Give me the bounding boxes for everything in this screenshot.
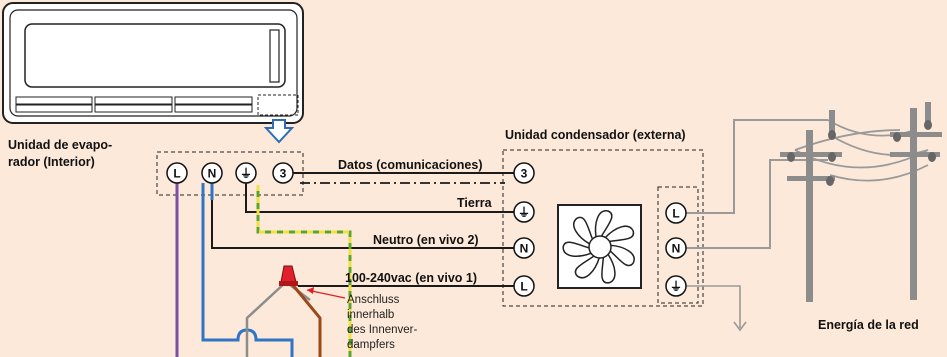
- supply-line-L: [684, 119, 828, 214]
- ground-drop-wire: [256, 185, 352, 357]
- grid-label: Energía de la red: [818, 318, 919, 332]
- outdoor-terminal-N: N: [513, 237, 535, 259]
- utility-pole-icon-2: [890, 102, 942, 300]
- wire-nut-icon: [279, 265, 298, 286]
- note-line: innerhalb: [347, 309, 395, 321]
- indoor-terminals: L N ⏚ 3: [166, 162, 294, 184]
- supply-terminal-ground: ⏚: [665, 275, 687, 297]
- svg-text:L: L: [672, 207, 679, 221]
- brown-wire: [290, 283, 322, 357]
- ground-wire-label: Tierra: [457, 196, 492, 210]
- utility-pole-icon: [780, 110, 842, 302]
- svg-text:L: L: [520, 280, 527, 294]
- outdoor-terminals: 3 ⏚ N L: [513, 162, 535, 297]
- note-line: des Innenver-: [347, 324, 418, 336]
- connection-note: Anschluss innerhalb des Innenver- dampfe…: [347, 293, 417, 353]
- indoor-terminal-ground: ⏚: [235, 162, 257, 184]
- note-line: Anschluss: [347, 294, 400, 306]
- supply-terminal-N: N: [665, 237, 687, 259]
- evaporator-vents: [15, 96, 253, 113]
- svg-text:L: L: [173, 167, 180, 181]
- supply-terminal-L: L: [665, 202, 687, 224]
- outdoor-terminal-L: L: [513, 275, 535, 297]
- svg-text:⏚: ⏚: [240, 167, 252, 181]
- svg-text:N: N: [520, 242, 529, 256]
- indoor-terminal-N: N: [201, 162, 223, 184]
- evaporator-label-line2: rador (Interior): [8, 155, 95, 169]
- indoor-terminal-3: 3: [272, 162, 294, 184]
- evaporator-display: [24, 23, 286, 88]
- evaporator-label-line1: Unidad de evapo-: [8, 138, 113, 152]
- outdoor-terminal-ground: ⏚: [513, 201, 535, 223]
- svg-text:⏚: ⏚: [518, 206, 530, 220]
- outdoor-terminal-3: 3: [513, 162, 535, 184]
- ground-wire: [245, 182, 514, 213]
- svg-text:⏚: ⏚: [670, 280, 682, 294]
- supply-terminals: L N ⏚: [665, 202, 687, 297]
- neutral-wire-label: Neutro (en vivo 2): [373, 233, 479, 247]
- condenser-label: Unidad condensador (externa): [505, 128, 686, 142]
- arrow-down-icon: [263, 119, 295, 144]
- data-wire-label: Datos (comunicaciones): [338, 158, 483, 172]
- supply-ground-line: [684, 285, 741, 328]
- evaporator-unit: [2, 2, 304, 124]
- condenser-unit: [502, 149, 704, 307]
- svg-text:N: N: [672, 242, 681, 256]
- fan-icon: [557, 204, 642, 289]
- indoor-terminal-block: [156, 151, 304, 196]
- note-line: dampfers: [347, 339, 395, 351]
- terminal-compartment: [257, 94, 299, 116]
- svg-text:3: 3: [521, 167, 528, 181]
- svg-text:N: N: [208, 167, 217, 181]
- supply-line-N: [684, 159, 828, 249]
- svg-text:3: 3: [280, 167, 287, 181]
- neutral-wire: [211, 182, 514, 249]
- indoor-terminal-L: L: [166, 162, 188, 184]
- live-wire-label: 100-240vac (en vivo 1): [345, 271, 478, 285]
- supply-terminal-block: [657, 186, 699, 304]
